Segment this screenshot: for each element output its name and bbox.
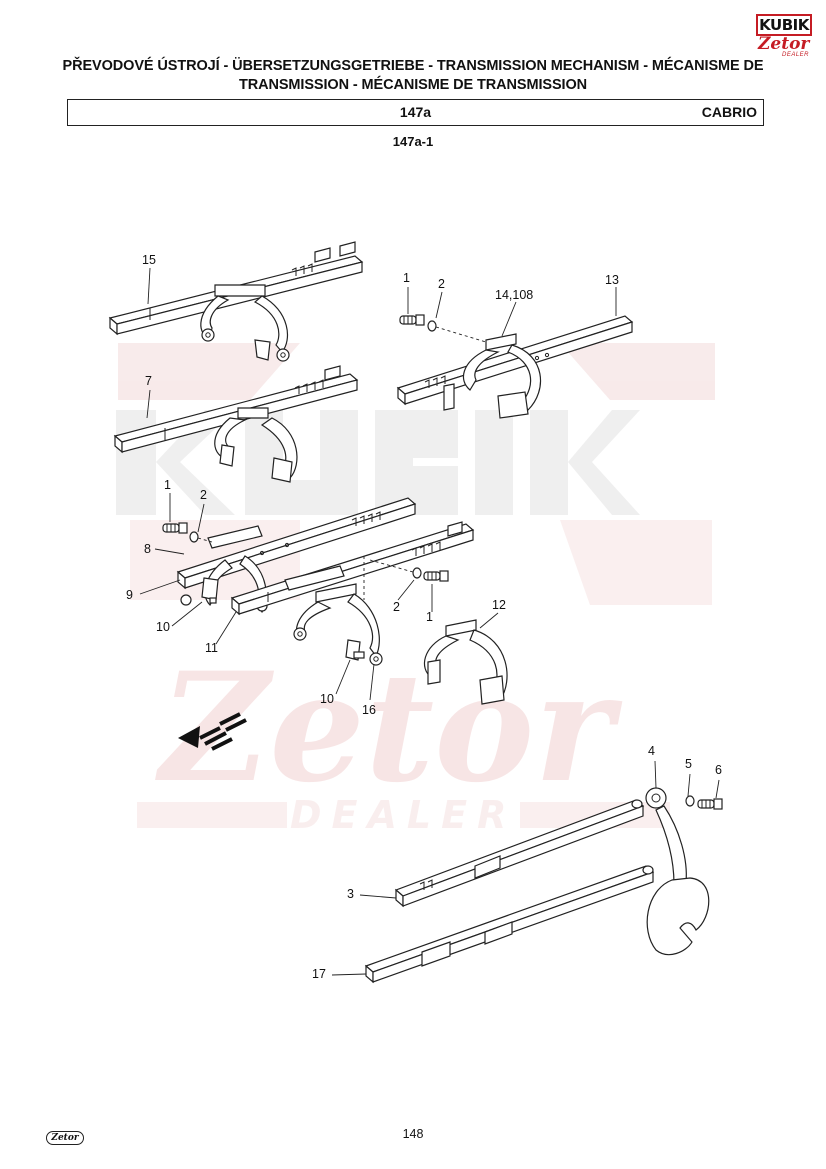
page-number: 148 [402, 1127, 424, 1141]
callout-9: 9 [126, 588, 133, 602]
dealer-logo: DEALER [782, 52, 810, 58]
part-17-rod [364, 865, 655, 984]
figure-ref: 147a-1 [392, 134, 434, 149]
washer-2-middle-right [412, 567, 422, 579]
leader-lines [139, 267, 720, 976]
part-10-pad-right [345, 639, 365, 661]
callout-4: 4 [648, 744, 655, 758]
callout-2-upper: 2 [438, 277, 445, 291]
bolt-1-upper [399, 314, 425, 326]
callout-2-middle-left: 2 [200, 488, 207, 502]
model-name: CABRIO [701, 104, 757, 120]
part-12-fork [423, 619, 508, 705]
part-10-pad-left [201, 577, 219, 604]
part-4-lever [645, 787, 710, 956]
callout-17: 17 [312, 967, 326, 981]
brand-logo: KUBIK Zetor DEALER [756, 14, 812, 62]
callout-1-upper: 1 [403, 271, 410, 285]
direction-arrow [178, 712, 247, 751]
footer-zetor-logo: Zetor [46, 1131, 84, 1145]
assembly-line-middle-left [197, 537, 213, 543]
part-8-rod [176, 497, 417, 590]
callout-11: 11 [205, 641, 218, 655]
bolt-1-middle-right [423, 570, 449, 582]
callout-1-middle-right: 1 [426, 610, 433, 624]
kubik-logo: KUBIK [756, 14, 812, 36]
part-7-fork [214, 407, 298, 483]
callout-15: 15 [142, 253, 156, 267]
callout-8: 8 [144, 542, 151, 556]
callout-10-left: 10 [156, 620, 170, 634]
callout-7: 7 [145, 374, 152, 388]
part-15-fork [200, 284, 290, 362]
assembly-line-upper [435, 326, 487, 343]
callout-3: 3 [347, 887, 354, 901]
bolt-6 [697, 798, 723, 810]
assembly-line-middle-right [369, 559, 414, 573]
part-16-fork [293, 583, 383, 666]
section-bar: 147a CABRIO [67, 99, 764, 126]
watermark-dealer: DEALER [290, 793, 516, 837]
bolt-1-middle-left [162, 522, 188, 534]
callout-16: 16 [362, 703, 376, 717]
callout-2-middle-right: 2 [393, 600, 400, 614]
page-title: PŘEVODOVÉ ÚSTROJÍ - ÜBERSETZUNGSGETRIEBE… [60, 57, 766, 95]
callout-14-108: 14,108 [495, 288, 534, 302]
callout-5: 5 [685, 757, 692, 771]
part-3-rod [394, 799, 645, 908]
title-line-2: TRANSMISSION - MÉCANISME DE TRANSMISSION [238, 77, 588, 93]
callout-6: 6 [715, 763, 722, 777]
part-11-rod [230, 521, 475, 616]
callout-1-middle-left: 1 [164, 478, 171, 492]
callout-13: 13 [605, 273, 619, 287]
washer-5 [685, 795, 695, 807]
title-line-1: PŘEVODOVÉ ÚSTROJÍ - ÜBERSETZUNGSGETRIEBE… [62, 58, 764, 74]
callout-12: 12 [492, 598, 506, 612]
section-code: 147a [399, 104, 432, 120]
callout-10-right: 10 [320, 692, 334, 706]
zetor-logo: Zetor [758, 34, 810, 54]
part-14-108-fork [443, 333, 542, 419]
washer-2-upper [427, 320, 437, 332]
washer-2-middle-left [189, 531, 199, 543]
